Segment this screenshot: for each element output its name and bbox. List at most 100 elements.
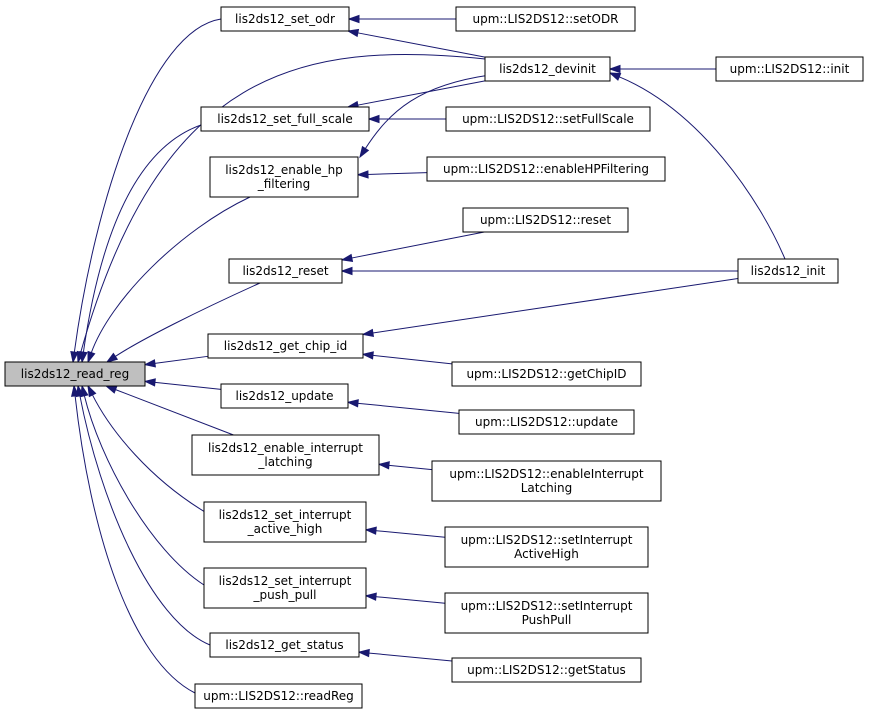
node-set-int-push-pull[interactable]: lis2ds12_set_interrupt_push_pull xyxy=(203,567,367,609)
node-upm-update[interactable]: upm::LIS2DS12::update xyxy=(458,409,635,435)
node-set-odr[interactable]: lis2ds12_set_odr xyxy=(220,6,350,32)
node-label: _push_pull xyxy=(253,588,317,602)
edge-devinit-to-enable_hp xyxy=(359,74,491,159)
node-box xyxy=(209,632,360,658)
edge-enableHPFiltering-to-enable_hp xyxy=(356,170,428,179)
node-box xyxy=(191,434,380,476)
node-label: upm::LIS2DS12::setODR xyxy=(472,12,618,26)
arrowhead-icon xyxy=(356,170,369,179)
node-get-status[interactable]: lis2ds12_get_status xyxy=(209,632,360,658)
node-set-full-scale[interactable]: lis2ds12_set_full_scale xyxy=(200,106,370,132)
arrowhead-icon xyxy=(340,253,354,263)
arrowhead-icon xyxy=(143,378,156,387)
node-box xyxy=(458,409,635,435)
node-label: upm::LIS2DS12::init xyxy=(730,62,850,76)
arrowhead-icon xyxy=(357,648,370,658)
edge-get_status-to-read_reg xyxy=(75,384,211,646)
node-label: upm::LIS2DS12::reset xyxy=(480,213,611,227)
node-upm-init[interactable]: upm::LIS2DS12::init xyxy=(715,56,864,82)
node-box xyxy=(451,657,642,683)
edge-reset-to-read_reg xyxy=(105,282,261,363)
edge-set_int_active_high-to-read_reg xyxy=(87,384,211,516)
node-label: lis2ds12_init xyxy=(751,264,826,278)
node-enable-int-latch[interactable]: lis2ds12_enable_interrupt_latching xyxy=(191,434,380,476)
node-label: lis2ds12_set_full_scale xyxy=(217,112,352,126)
node-devinit[interactable]: lis2ds12_devinit xyxy=(484,56,611,82)
node-label: lis2ds12_enable_hp xyxy=(225,163,343,177)
node-read-reg[interactable]: lis2ds12_read_reg xyxy=(4,361,146,387)
node-box xyxy=(220,383,349,409)
node-label: lis2ds12_set_odr xyxy=(235,12,335,26)
node-label: Latching xyxy=(521,481,573,495)
node-label: lis2ds12_reset xyxy=(242,264,328,278)
node-label: PushPull xyxy=(522,613,572,627)
edge-line xyxy=(350,231,485,259)
node-label: upm::LIS2DS12::setFullScale xyxy=(462,112,634,126)
edge-line xyxy=(366,172,428,175)
node-box xyxy=(737,258,839,284)
edge-enableInterruptLatching-to-enable_int_latch xyxy=(377,461,433,471)
node-label: upm::LIS2DS12::update xyxy=(475,415,618,429)
node-label: upm::LIS2DS12::getStatus xyxy=(467,663,626,677)
node-label: upm::LIS2DS12::readReg xyxy=(203,689,354,703)
node-label: _active_high xyxy=(247,522,323,536)
node-enablehpfiltering[interactable]: upm::LIS2DS12::enableHPFiltering xyxy=(426,156,666,182)
node-getchipid[interactable]: upm::LIS2DS12::getChipID xyxy=(451,361,642,387)
node-box xyxy=(444,592,649,634)
node-update[interactable]: lis2ds12_update xyxy=(220,383,349,409)
node-label: lis2ds12_get_status xyxy=(225,638,343,652)
arrowhead-icon xyxy=(608,64,621,74)
node-reset[interactable]: lis2ds12_reset xyxy=(228,258,343,284)
edge-line xyxy=(153,381,222,390)
edge-set_int_push_pull-to-read_reg xyxy=(80,384,205,586)
arrowhead-icon xyxy=(340,266,353,276)
node-label: upm::LIS2DS12::enableInterrupt xyxy=(449,467,643,481)
arrowhead-icon xyxy=(364,526,377,535)
node-box xyxy=(200,106,370,132)
edge-get_chip_id-to-read_reg xyxy=(143,355,209,368)
node-label: lis2ds12_devinit xyxy=(499,62,596,76)
edge-line xyxy=(356,32,486,58)
edge-upm_reset-to-reset xyxy=(340,231,485,263)
edge-line xyxy=(114,388,234,436)
node-box xyxy=(194,683,363,709)
node-box xyxy=(220,6,350,32)
node-set-int-active-high[interactable]: lis2ds12_set_interrupt_active_high xyxy=(203,501,367,543)
node-setodr[interactable]: upm::LIS2DS12::setODR xyxy=(455,6,636,32)
arrowhead-icon xyxy=(367,114,380,124)
edge-line xyxy=(364,74,491,150)
edge-line xyxy=(79,394,211,646)
arrowhead-icon xyxy=(359,145,370,159)
edge-setInterruptPushPull-to-set_int_push_pull xyxy=(364,592,446,604)
node-init[interactable]: lis2ds12_init xyxy=(737,258,839,284)
edge-update-to-read_reg xyxy=(143,378,222,390)
node-readreg[interactable]: upm::LIS2DS12::readReg xyxy=(194,683,363,709)
node-box xyxy=(462,207,629,233)
node-setfullscale[interactable]: upm::LIS2DS12::setFullScale xyxy=(445,106,651,132)
node-label: _filtering xyxy=(257,177,310,191)
node-upm-reset[interactable]: upm::LIS2DS12::reset xyxy=(462,207,629,233)
arrowhead-icon xyxy=(347,14,360,24)
edge-devinit-to-set_odr xyxy=(346,28,486,58)
node-get-chip-id[interactable]: lis2ds12_get_chip_id xyxy=(207,333,364,359)
node-enable-hp[interactable]: lis2ds12_enable_hp_filtering xyxy=(209,156,359,198)
edge-upm_update-to-update xyxy=(346,399,460,414)
arrowhead-icon xyxy=(364,592,377,601)
node-label: lis2ds12_enable_interrupt xyxy=(208,441,363,455)
node-box xyxy=(715,56,864,82)
edge-line xyxy=(82,124,202,354)
arrowhead-icon xyxy=(87,350,96,364)
node-box xyxy=(228,258,343,284)
arrowhead-icon xyxy=(361,351,374,360)
node-label: lis2ds12_update xyxy=(236,389,334,403)
node-getstatus[interactable]: upm::LIS2DS12::getStatus xyxy=(451,657,642,683)
node-box xyxy=(445,106,651,132)
node-label: ActiveHigh xyxy=(514,547,579,561)
edge-set_full_scale-to-read_reg xyxy=(79,124,202,364)
edge-getStatus-to-get_status xyxy=(357,648,453,662)
arrowhead-icon xyxy=(361,328,375,338)
